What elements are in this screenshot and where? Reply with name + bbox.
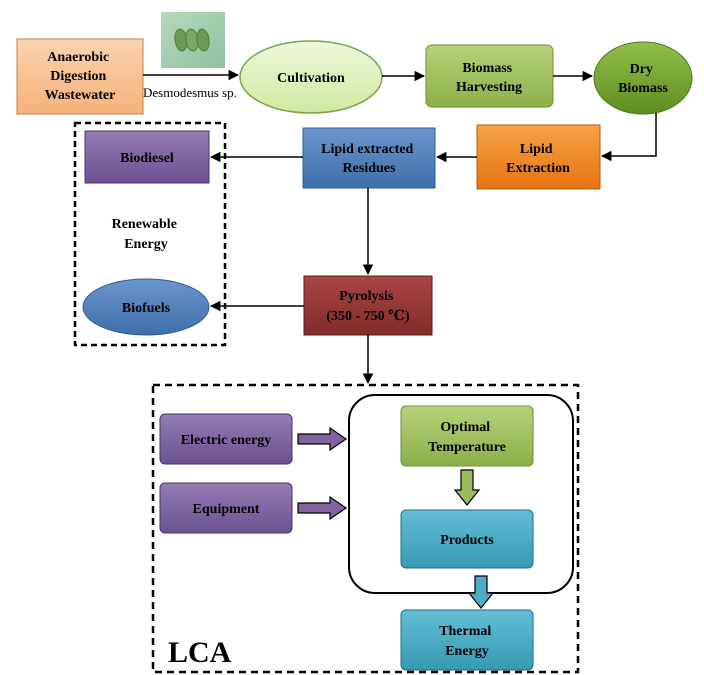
block-arrow-products-to-thermal [467,575,495,609]
biofuels-node [82,278,210,336]
equipment-label: Equipment [193,502,260,517]
lipid-residues-label: Lipid extracted Residues [321,142,417,176]
biodiesel-node [84,130,210,184]
biomass-harvesting-label: Biomass Harvesting [456,61,522,95]
renewable-energy-label: Renewable Energy [112,217,181,252]
block-arrow-equipment-to-process [297,495,348,521]
lipid-extraction-label: Lipid Extraction [506,142,570,176]
cultivation-label: Cultivation [277,71,345,86]
biomass-harvesting-node [425,44,554,108]
products-node [400,509,534,569]
block-arrow-electric-to-process [297,426,348,452]
pyrolysis-label: Pyrolysis (350 - 750 ℃) [326,289,410,324]
lipid-extraction-node [476,124,601,190]
lca-label: LCA [168,636,232,669]
electric-energy-label: Electric energy [181,433,272,448]
anaerobic-digestion-label: Anaerobic Digestion Wastewater [45,50,116,103]
lca-group [151,383,580,674]
dry-biomass-node [593,41,693,115]
renewable-energy-group [73,121,227,347]
optimal-temperature-label: Optimal Temperature [428,420,506,455]
process-inner-box [348,394,574,594]
thermal-energy-label: Thermal Energy [439,624,495,659]
pyrolysis-node [303,275,433,336]
biofuels-label: Biofuels [122,301,171,316]
equipment-node [159,482,293,534]
electric-energy-node [159,413,293,465]
desmodesmus-image [161,12,225,68]
cultivation-node [239,40,383,114]
block-arrow-temperature-to-products [453,469,481,506]
anaerobic-digestion-node [16,38,144,115]
biodiesel-label: Biodiesel [120,151,174,166]
products-label: Products [440,533,494,548]
dry-biomass-label: Dry Biomass [618,62,668,96]
arrow-dry-biomass-to-extraction [600,113,657,162]
thermal-energy-node [400,609,534,671]
optimal-temperature-node [400,405,534,467]
organism-label: Desmodesmus sp. [143,85,237,100]
lipid-residues-node [302,127,436,189]
